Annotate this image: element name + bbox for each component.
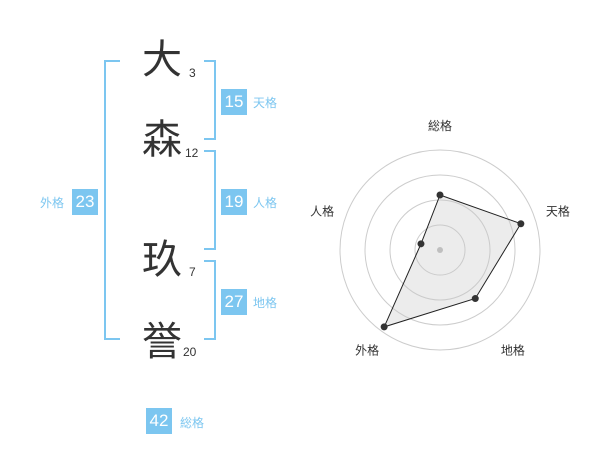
- jinkaku-bracket-bottom: [204, 248, 216, 250]
- chikaku-bracket-bottom: [204, 338, 216, 340]
- chikaku-label: 地格: [253, 296, 278, 310]
- radar-center: [437, 247, 443, 253]
- gaikaku-bracket-vertical: [104, 60, 106, 340]
- soukaku-badge: 42: [146, 408, 172, 434]
- name-char-2: 森: [142, 117, 182, 163]
- radar-axis-label-4: 外格: [355, 342, 379, 357]
- tenkaku-bracket-vertical: [214, 60, 216, 140]
- radar-point-5: [417, 240, 425, 248]
- radar-point-1: [436, 191, 444, 199]
- tenkaku-bracket-bottom: [204, 138, 216, 140]
- stroke-count-3: 7: [189, 265, 196, 279]
- radar-ring-1: [414, 224, 466, 276]
- radar-axis-label-1: 総格: [428, 118, 452, 133]
- chikaku-badge: 27: [221, 289, 247, 315]
- radar-point-4: [380, 323, 388, 331]
- tenkaku-bracket-top: [204, 60, 216, 62]
- chikaku-bracket-top: [204, 260, 216, 262]
- gaikaku-bracket-top: [104, 60, 120, 62]
- gaikaku-badge: 23: [72, 189, 98, 215]
- radar-point-2: [517, 220, 525, 228]
- radar-axis-label-3: 地格: [501, 342, 525, 357]
- stroke-count-4: 20: [183, 345, 197, 359]
- name-char-1: 大: [142, 37, 182, 83]
- stroke-count-2: 12: [185, 146, 199, 160]
- jinkaku-label: 人格: [253, 196, 278, 210]
- radar-series-polygon: [383, 194, 522, 328]
- gaikaku-bracket-bottom: [104, 338, 120, 340]
- radar-axis-label-5: 人格: [310, 204, 334, 219]
- radar-axis-label-2: 天格: [546, 204, 570, 219]
- jinkaku-bracket-top: [204, 150, 216, 152]
- radar-ring-4: [339, 149, 541, 351]
- radar-ring-3: [364, 174, 516, 326]
- tenkaku-label: 天格: [253, 96, 278, 110]
- radar-ring-2: [389, 199, 491, 301]
- jinkaku-bracket-vertical: [214, 150, 216, 250]
- name-char-4: 誉: [142, 319, 182, 365]
- gaikaku-label: 外格: [40, 196, 65, 210]
- name-char-3: 玖: [142, 237, 182, 283]
- jinkaku-badge: 19: [221, 189, 247, 215]
- tenkaku-badge: 15: [221, 89, 247, 115]
- chikaku-bracket-vertical: [214, 260, 216, 340]
- radar-point-3: [471, 295, 479, 303]
- soukaku-label: 総格: [180, 416, 205, 430]
- stroke-count-1: 3: [189, 66, 196, 80]
